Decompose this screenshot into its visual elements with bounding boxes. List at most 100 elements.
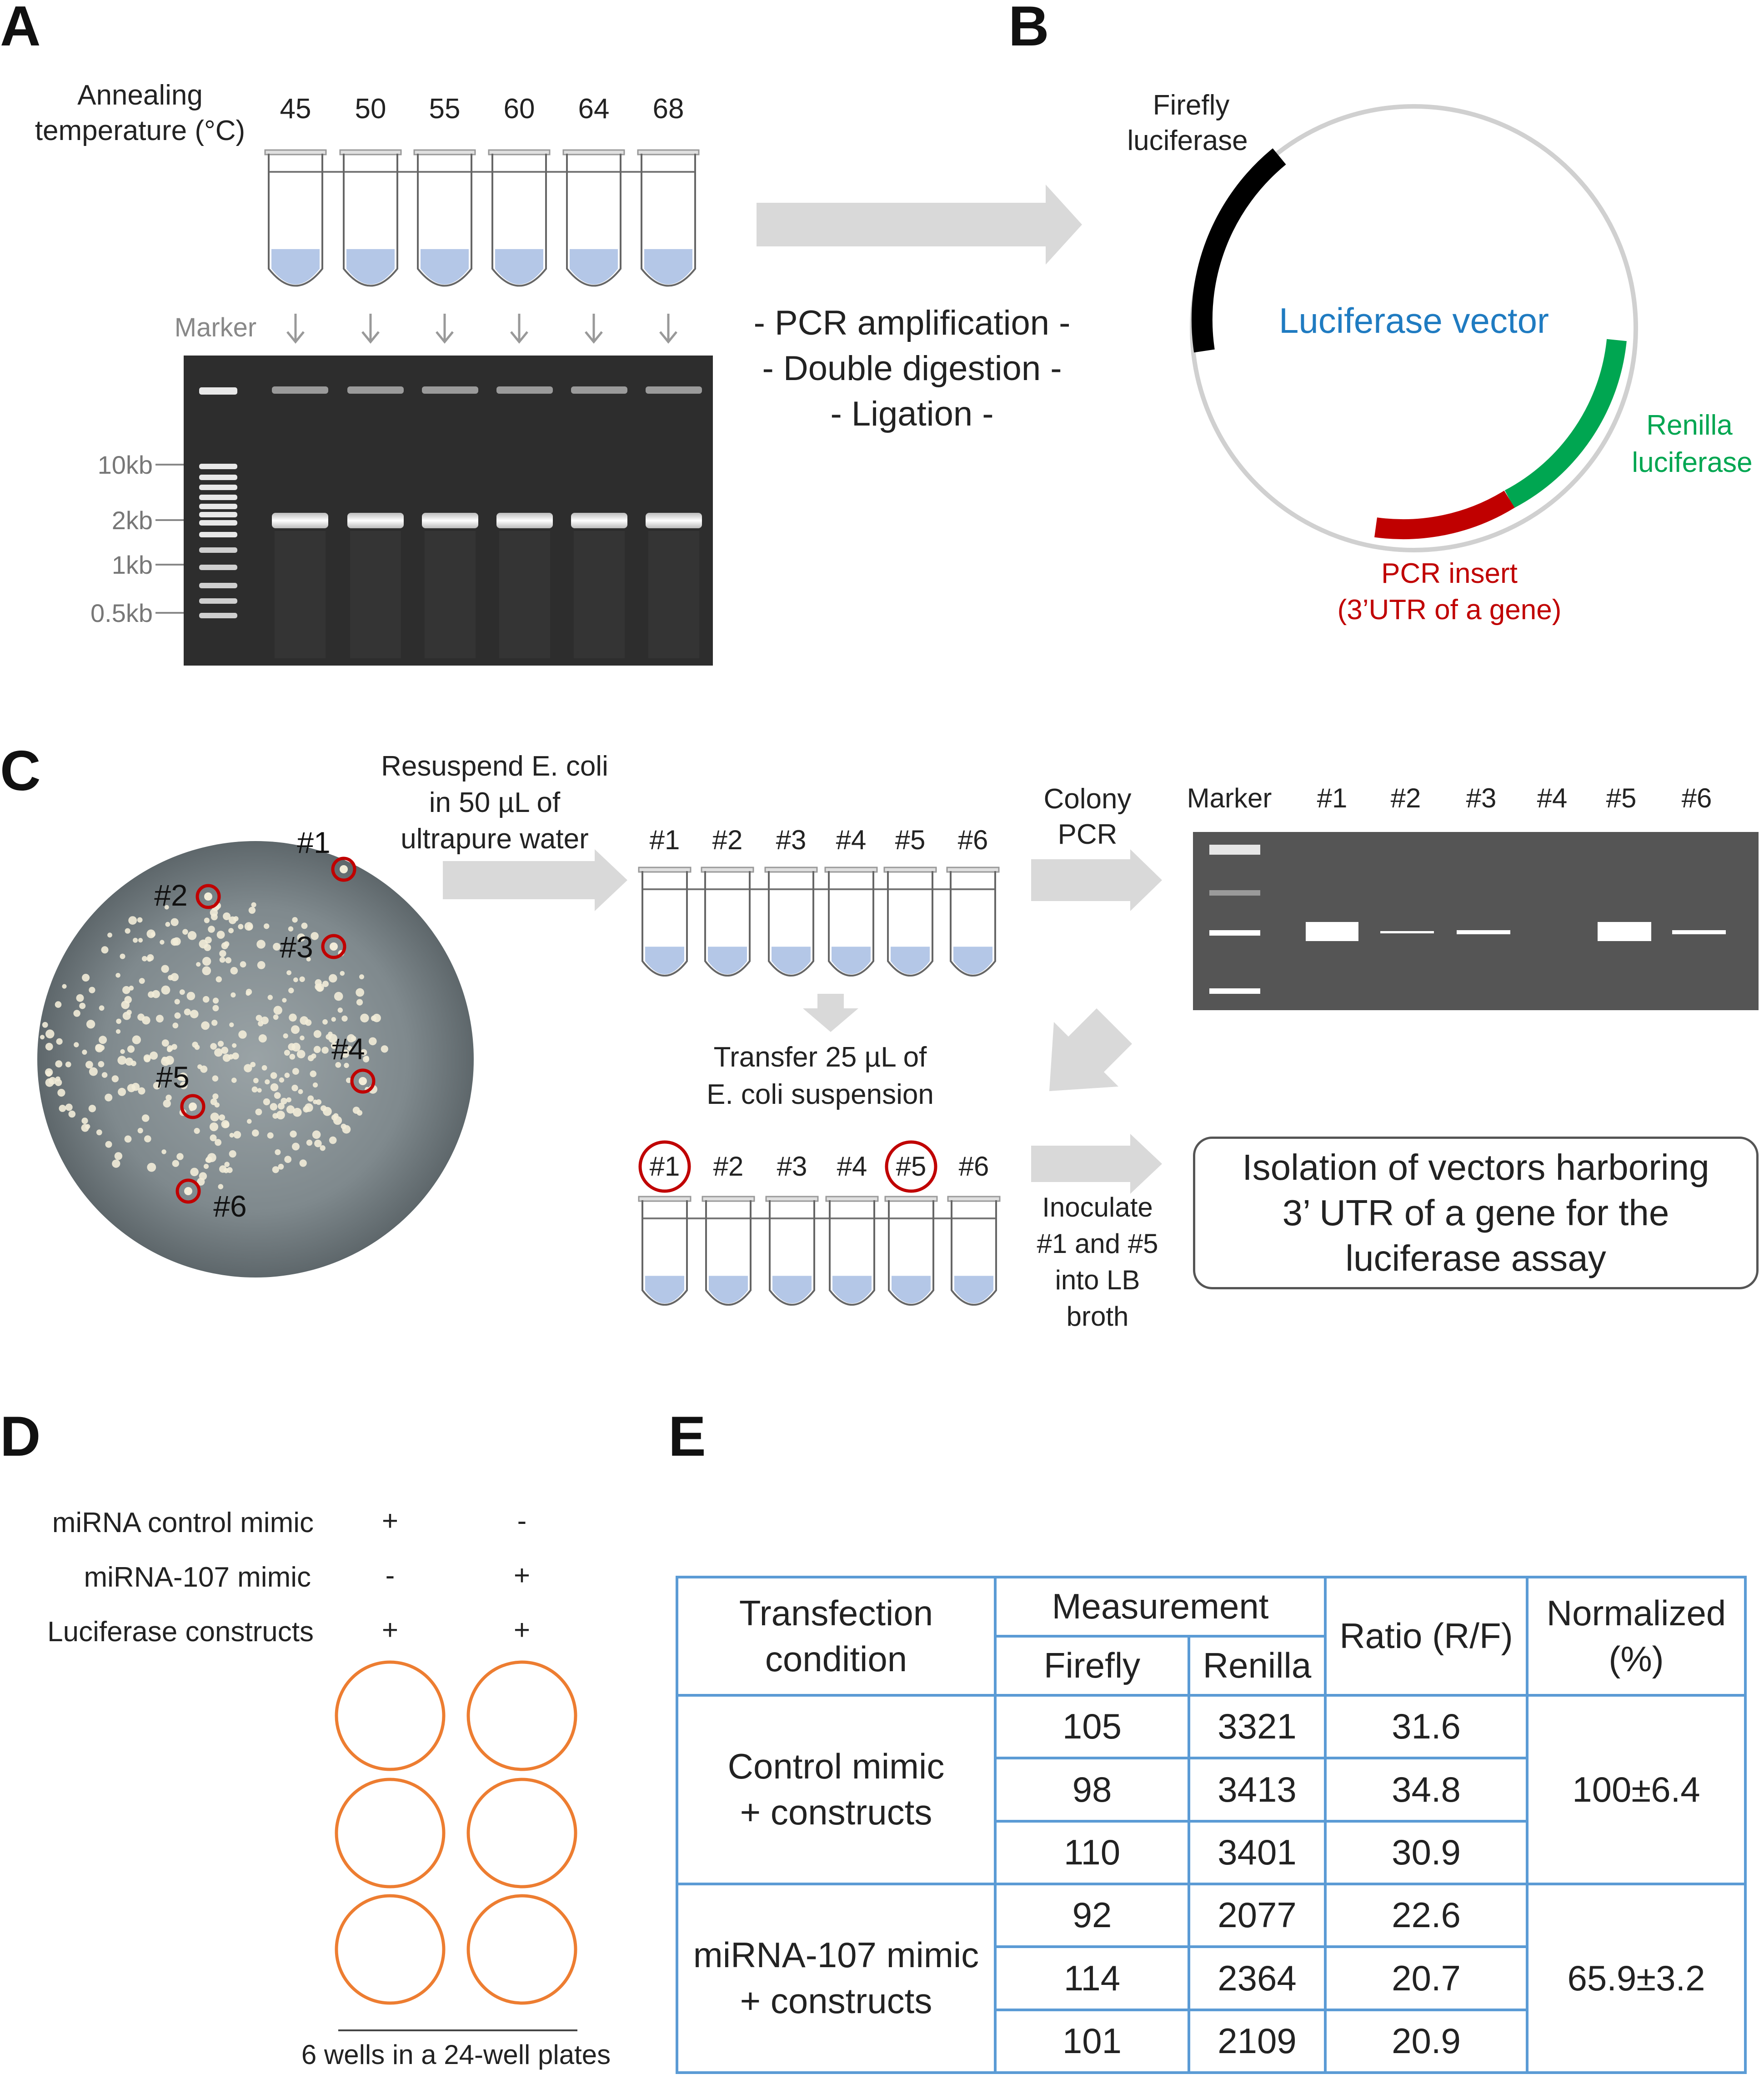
colonies xyxy=(40,902,388,1189)
tube-label: #2 xyxy=(713,1151,744,1182)
pcr-tube xyxy=(638,1196,692,1306)
colony-label: #1 xyxy=(297,826,330,859)
pcr-tube xyxy=(947,1196,1001,1306)
size-label-10kb: 10kb xyxy=(98,451,153,479)
renilla-label-2: luciferase xyxy=(1632,447,1752,478)
panel-letter-d: D xyxy=(0,1405,41,1468)
pcr-tube xyxy=(701,867,754,977)
size-label-05kb: 0.5kb xyxy=(90,599,153,627)
pcr-band xyxy=(571,513,627,528)
ladder-band xyxy=(199,520,237,526)
header-measurement: Measurement xyxy=(994,1576,1327,1638)
selected-tube-marker xyxy=(638,1140,691,1193)
pcr-band xyxy=(272,513,328,528)
pcr-tube xyxy=(339,149,402,287)
cell-ratio: 20.7 xyxy=(1324,1945,1528,2011)
ladder-band xyxy=(199,583,237,588)
pcr-tube xyxy=(824,867,878,977)
cell-firefly: 114 xyxy=(994,1945,1190,2011)
pcr-tube-strip xyxy=(638,867,1000,977)
process-step: - Double digestion - xyxy=(762,349,1062,388)
pcr-tube xyxy=(883,867,937,977)
condition-label: Luciferase constructs xyxy=(47,1616,314,1648)
tube-label: #4 xyxy=(836,825,867,855)
cell-ratio: 31.6 xyxy=(1324,1693,1528,1760)
cell-renilla: 3401 xyxy=(1188,1819,1327,1885)
well-band xyxy=(496,386,553,394)
colony-label: #3 xyxy=(280,930,313,964)
pcr-tube xyxy=(765,1196,819,1306)
tube-label: #6 xyxy=(959,1151,989,1182)
colony-label: #4 xyxy=(331,1032,365,1066)
gel-lane-label: #3 xyxy=(1466,783,1497,813)
well-band xyxy=(272,386,328,394)
condition-sign: + xyxy=(382,1614,398,1646)
transfer-text: E. coli suspension xyxy=(707,1079,934,1110)
condition-sign: + xyxy=(514,1560,530,1591)
condition-label: miRNA-107 mimic xyxy=(84,1562,311,1593)
arrow-down-left-icon xyxy=(1049,1008,1132,1091)
gel-marker-label: Marker xyxy=(1187,783,1272,813)
tube-label: #1 xyxy=(650,825,680,855)
temp-label: 55 xyxy=(429,93,461,125)
arrow-right-icon xyxy=(757,185,1082,265)
arrow-right-icon xyxy=(1031,849,1162,911)
pcr-band xyxy=(422,513,478,528)
colony-pcr-label: Colony xyxy=(1044,783,1132,815)
insert-label-2: (3’UTR of a gene) xyxy=(1338,594,1562,626)
pcr-tube xyxy=(562,149,625,287)
picked-colony-markers xyxy=(175,857,376,1204)
renilla-segment xyxy=(1504,339,1627,508)
well-plate xyxy=(335,1660,577,2005)
lane-arrows xyxy=(286,314,677,344)
firefly-segment xyxy=(1191,148,1286,353)
panel-letter-e: E xyxy=(668,1405,706,1468)
inoculate-text: #1 and #5 xyxy=(1037,1228,1158,1259)
inoculate-text: broth xyxy=(1067,1301,1129,1332)
resuspend-text: in 50 µL of xyxy=(429,787,561,818)
header-firefly: Firefly xyxy=(994,1635,1190,1697)
pcr-tube xyxy=(637,149,700,287)
colony-marker-circle xyxy=(321,934,346,959)
renilla-label: Renilla xyxy=(1646,410,1733,441)
cell-ratio: 30.9 xyxy=(1324,1819,1528,1885)
cell-ratio: 34.8 xyxy=(1324,1757,1528,1823)
cell-renilla: 3413 xyxy=(1188,1757,1327,1823)
ladder-band xyxy=(199,532,237,537)
pcr-tube xyxy=(638,867,692,977)
header-normalized: Normalized(%) xyxy=(1526,1576,1747,1697)
tube-label: #5 xyxy=(895,825,926,855)
inoculate-text: Inoculate xyxy=(1042,1192,1153,1222)
ladder-band xyxy=(199,485,237,490)
cell-normalized: 100±6.4 xyxy=(1526,1694,1747,1885)
pcr-tube xyxy=(884,1196,938,1306)
arrow-right-icon xyxy=(1031,1134,1162,1194)
pcr-tube xyxy=(702,1196,755,1306)
temp-label: 60 xyxy=(504,93,535,125)
panel-letter-b: B xyxy=(1008,0,1049,58)
ladder-band xyxy=(199,464,237,469)
isolation-text: luciferase assay xyxy=(1345,1238,1606,1278)
isolation-text: Isolation of vectors harboring xyxy=(1242,1147,1709,1187)
ladder-band xyxy=(199,613,237,618)
gel-bands xyxy=(199,386,702,658)
condition-sign: - xyxy=(517,1505,527,1537)
tube-label: #6 xyxy=(958,825,988,855)
ladder-band xyxy=(199,504,237,509)
size-ticks xyxy=(155,464,184,614)
colony-marker-circle xyxy=(350,1068,376,1094)
insert-label: PCR insert xyxy=(1381,558,1518,589)
colony-marker-circle xyxy=(180,1094,205,1119)
gel-lane-label: #4 xyxy=(1537,783,1568,813)
process-step: - PCR amplification - xyxy=(754,304,1071,342)
colony-marker-circle xyxy=(175,1178,201,1204)
tube-label: #2 xyxy=(712,825,743,855)
cell-renilla: 2077 xyxy=(1188,1882,1327,1949)
gel-lane-label: #5 xyxy=(1606,783,1637,813)
gel-lane-label: #1 xyxy=(1317,783,1348,813)
well-band xyxy=(422,386,478,394)
ladder-band xyxy=(199,598,237,604)
ladder-band xyxy=(199,387,237,395)
marker-label: Marker xyxy=(175,313,256,342)
